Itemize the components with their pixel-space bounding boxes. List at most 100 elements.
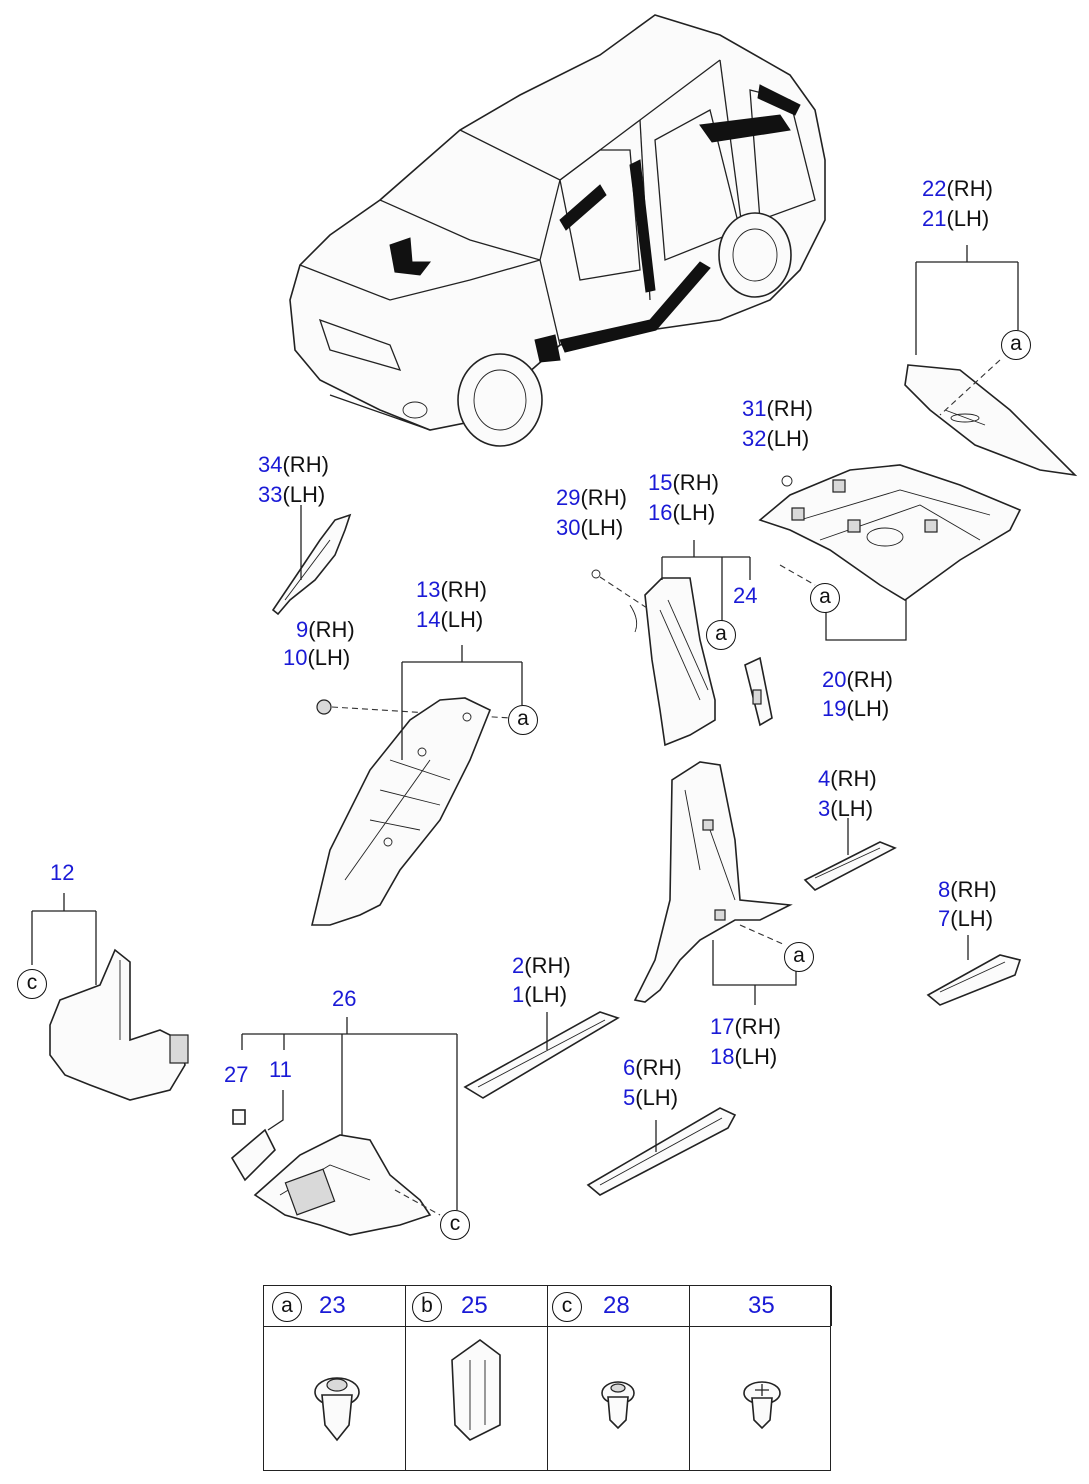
marker-a-roof: a [810,583,840,613]
callout-32-side: (LH) [766,426,810,451]
callout-7-number: 7 [938,906,951,931]
fastener-table: a 23 b 25 c 28 35 [263,1285,832,1471]
fastener-cell-35 [690,1326,830,1470]
callout-22-number: 22 [922,176,947,201]
callout-21-side: (LH) [946,206,990,231]
callout-6: 6(RH) [623,1055,682,1081]
callout-31: 31(RH) [742,396,813,422]
callout-29-side: (RH) [580,485,627,510]
callout-13-number: 13 [416,577,441,602]
callout-4: 4(RH) [818,766,877,792]
callout-7: 7(LH) [938,906,993,932]
callout-31-number: 31 [742,396,767,421]
marker-a-b-pillar: a [706,620,736,650]
part-6-5-scuff-plate [586,1107,737,1196]
callout-15: 15(RH) [648,470,719,496]
callout-3-number: 3 [818,796,831,821]
callout-13: 13(RH) [416,577,487,603]
callout-19: 19(LH) [822,696,889,722]
part-2-1-scuff-plate [463,1011,620,1099]
callout-4-side: (RH) [830,766,877,791]
fastener-28-illustration [601,1381,635,1430]
callout-15-number: 15 [648,470,673,495]
fastener-number-23: 23 [319,1292,346,1319]
callout-16-side: (LH) [672,500,716,525]
callout-4-number: 4 [818,766,831,791]
callout-16-number: 16 [648,500,673,525]
callout-12: 12 [50,860,74,886]
fastener-number-28: 28 [603,1292,630,1319]
callout-30: 30(LH) [556,515,623,541]
fastener-cell-28 [548,1326,690,1470]
callout-17: 17(RH) [710,1014,781,1040]
callout-30-number: 30 [556,515,581,540]
callout-33: 33(LH) [258,482,325,508]
callout-8: 8(RH) [938,877,997,903]
callout-20-side: (RH) [846,667,893,692]
callout-33-side: (LH) [282,482,326,507]
callout-31-side: (RH) [766,396,813,421]
part-12-kick-panel [31,893,189,1101]
part-26-cowl-side-trim [230,1017,458,1236]
marker-c-cowl: c [440,1210,470,1240]
callout-7-side: (LH) [950,906,994,931]
callout-6-number: 6 [623,1055,636,1080]
callout-34-number: 34 [258,452,283,477]
callout-24: 24 [733,583,757,609]
callout-24-number: 24 [733,583,758,608]
callout-15-side: (RH) [672,470,719,495]
fastener-letter-a: a [272,1292,302,1322]
callout-10: 10(LH) [283,645,350,671]
callout-5-number: 5 [623,1085,636,1110]
part-13-14-pillar-trim [310,645,523,926]
callout-22-side: (RH) [946,176,993,201]
callout-6-side: (RH) [635,1055,682,1080]
fastener-25-illustration [451,1339,501,1441]
callout-34-side: (RH) [282,452,329,477]
marker-a-a-pillar: a [508,705,538,735]
callout-16: 16(LH) [648,500,715,526]
callout-19-side: (LH) [846,696,890,721]
callout-2: 2(RH) [512,953,571,979]
marker-a-rear-trim: a [1001,330,1031,360]
callout-18: 18(LH) [710,1044,777,1070]
fastener-letter-c: c [552,1292,582,1322]
callout-9: 9(RH) [296,617,355,643]
part-8-7-scuff-plate [926,935,1022,1006]
callout-8-number: 8 [938,877,951,902]
callout-20: 20(RH) [822,667,893,693]
part-22-21-rear-trim [904,245,1078,477]
fastener-35-illustration [743,1381,781,1430]
callout-21: 21(LH) [922,206,989,232]
callout-26-number: 26 [332,986,357,1011]
callout-1: 1(LH) [512,982,567,1008]
fastener-number-25: 25 [461,1292,488,1319]
callout-32-number: 32 [742,426,767,451]
fastener-header-28: c 28 [548,1286,690,1326]
callout-26: 26 [332,986,356,1012]
callout-29: 29(RH) [556,485,627,511]
fastener-number-35: 35 [748,1292,775,1319]
fastener-header-25: b 25 [406,1286,548,1326]
callout-27-number: 27 [224,1062,249,1087]
part-15-16-pillar-trim [591,540,773,747]
vehicle-illustration [289,14,826,447]
callout-27: 27 [224,1062,248,1088]
fastener-header-35: 35 [690,1286,832,1326]
callout-1-number: 1 [512,982,525,1007]
part-20-19-roof-headliner [758,464,1022,641]
part-17-18-lower-pillar-trim [633,761,797,1005]
fastener-23-illustration [314,1377,360,1442]
fastener-letter-b: b [412,1292,442,1322]
callout-3-side: (LH) [830,796,874,821]
callout-14-side: (LH) [440,607,484,632]
fastener-cell-23 [264,1326,406,1470]
callout-1-side: (LH) [524,982,568,1007]
callout-20-number: 20 [822,667,847,692]
callout-3: 3(LH) [818,796,873,822]
callout-13-side: (RH) [440,577,487,602]
callout-5-side: (LH) [635,1085,679,1110]
part-4-3-scuff-plate [803,818,897,891]
callout-11-number: 11 [269,1057,292,1082]
callout-18-number: 18 [710,1044,735,1069]
